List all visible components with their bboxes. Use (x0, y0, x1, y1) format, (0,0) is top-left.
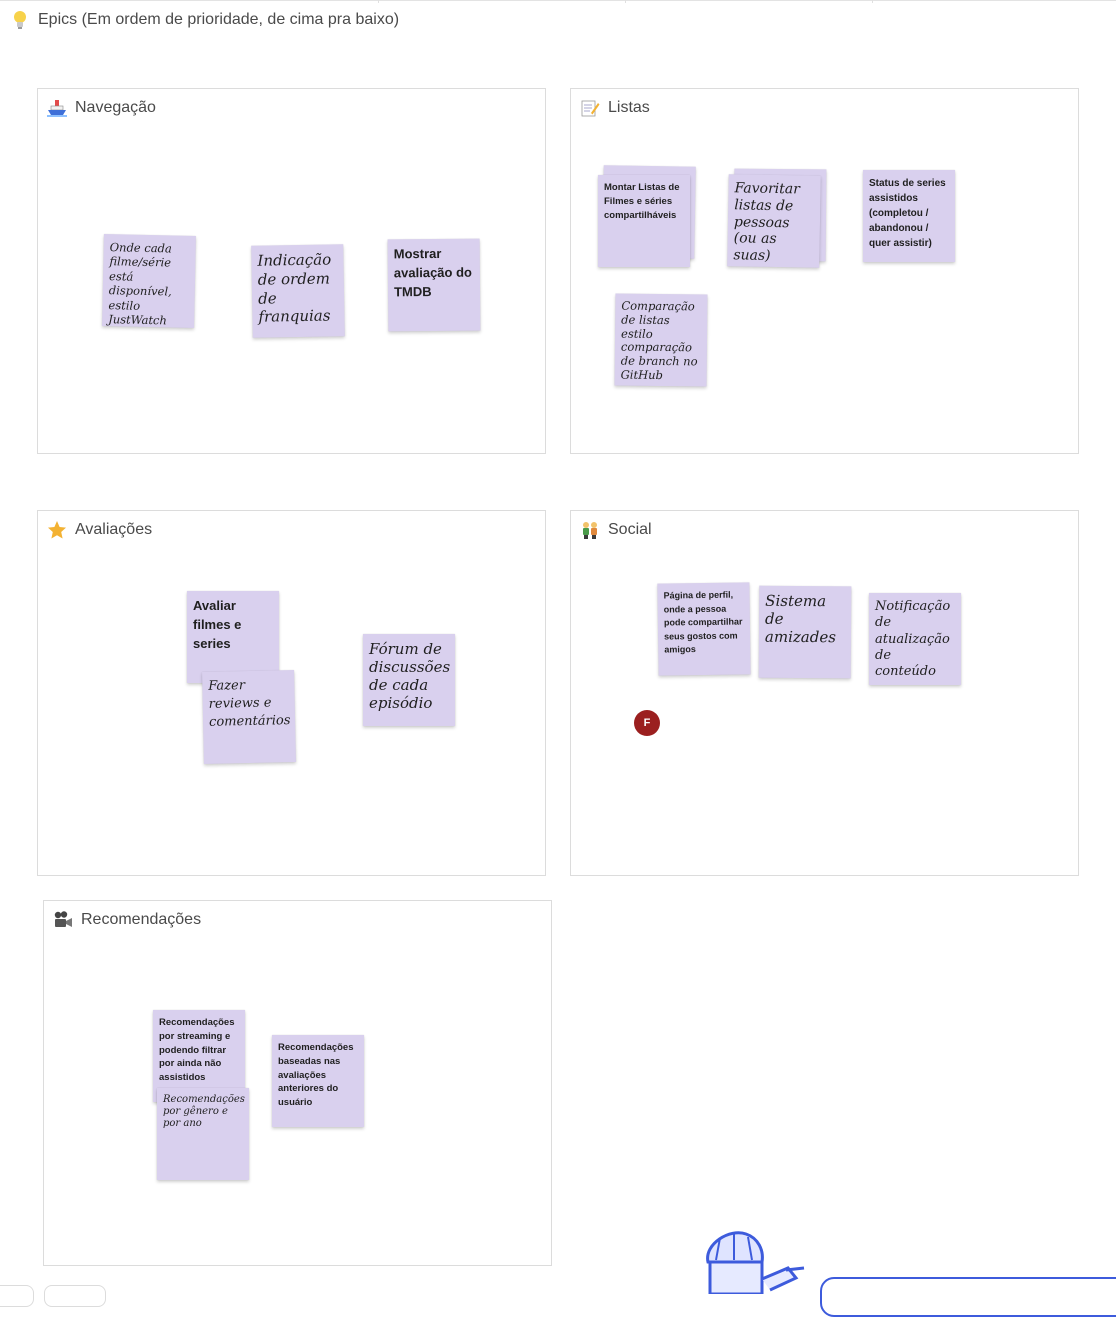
star-icon (47, 520, 67, 540)
frame-social[interactable]: Social Página de perfil, onde a pessoa p… (570, 510, 1079, 876)
sticky-note[interactable]: Fórum de discussões de cada episódio (363, 634, 455, 726)
bottom-control[interactable] (0, 1285, 34, 1307)
frame-listas[interactable]: Listas Montar Listas de Filmes e séries … (570, 88, 1079, 454)
frame-title[interactable]: Avaliações (47, 520, 152, 540)
frame-title[interactable]: Recomendações (53, 910, 201, 930)
people-icon (580, 520, 600, 540)
sticky-note[interactable]: Onde cada filme/série está disponível, e… (102, 234, 196, 328)
mascot-illustration (700, 1224, 810, 1299)
sticky-note[interactable]: Sistema de amizades (758, 585, 852, 679)
top-border (0, 0, 1116, 1)
top-tick (625, 0, 626, 3)
sticky-note[interactable]: Mostrar avaliação do TMDB (387, 238, 481, 332)
frame-title[interactable]: Navegação (47, 98, 156, 118)
top-tick (872, 0, 873, 3)
frame-recomendacoes[interactable]: Recomendações Recomendações por streamin… (43, 900, 552, 1266)
sticky-note[interactable]: Indicação de ordem de franquias (251, 244, 345, 338)
frame-title-text: Avaliações (75, 521, 153, 538)
sticky-note[interactable]: Comparação de listas estilo comparação d… (614, 293, 708, 387)
sticky-note[interactable]: Fazer reviews e comentários (202, 670, 296, 764)
sticky-note[interactable]: Página de perfil, onde a pessoa pode com… (657, 582, 751, 676)
sticky-note[interactable]: Status de series assistidos (completou /… (863, 170, 955, 262)
sticky-note[interactable]: Favoritar listas de pessoas (ou as suas) (727, 174, 821, 268)
sticky-note[interactable]: Recomendações baseadas nas avaliações an… (272, 1035, 364, 1127)
frame-title[interactable]: Listas (580, 98, 650, 118)
lightbulb-icon (10, 10, 30, 30)
frame-title-text: Social (608, 521, 652, 538)
sticky-note[interactable]: Recomendações por streaming e podendo fi… (153, 1010, 245, 1102)
ship-icon (47, 98, 67, 118)
sticky-note[interactable]: Avaliar filmes e series (187, 591, 279, 683)
sticky-note[interactable]: Montar Listas de Filmes e séries compart… (598, 175, 690, 267)
bottom-right-panel[interactable] (820, 1277, 1116, 1317)
top-tick (378, 0, 379, 3)
board-title-text: Epics (Em ordem de prioridade, de cima p… (38, 11, 400, 28)
sticky-note[interactable]: Recomendações por gênero e por ano (157, 1088, 249, 1180)
frame-avaliacoes[interactable]: Avaliações Avaliar filmes e series Fazer… (37, 510, 546, 876)
board-title[interactable]: Epics (Em ordem de prioridade, de cima p… (10, 10, 399, 30)
frame-title[interactable]: Social (580, 520, 652, 540)
frame-title-text: Listas (608, 99, 650, 116)
memo-icon (580, 98, 600, 118)
bottom-control[interactable] (44, 1285, 106, 1307)
sticky-note[interactable]: Notificação de atualização de conteúdo (869, 593, 961, 685)
frame-navegacao[interactable]: Navegação Onde cada filme/série está dis… (37, 88, 546, 454)
movie-camera-icon (53, 910, 73, 930)
frame-title-text: Recomendações (81, 911, 202, 928)
collaborator-avatar[interactable]: F (634, 710, 660, 736)
frame-title-text: Navegação (75, 99, 156, 116)
